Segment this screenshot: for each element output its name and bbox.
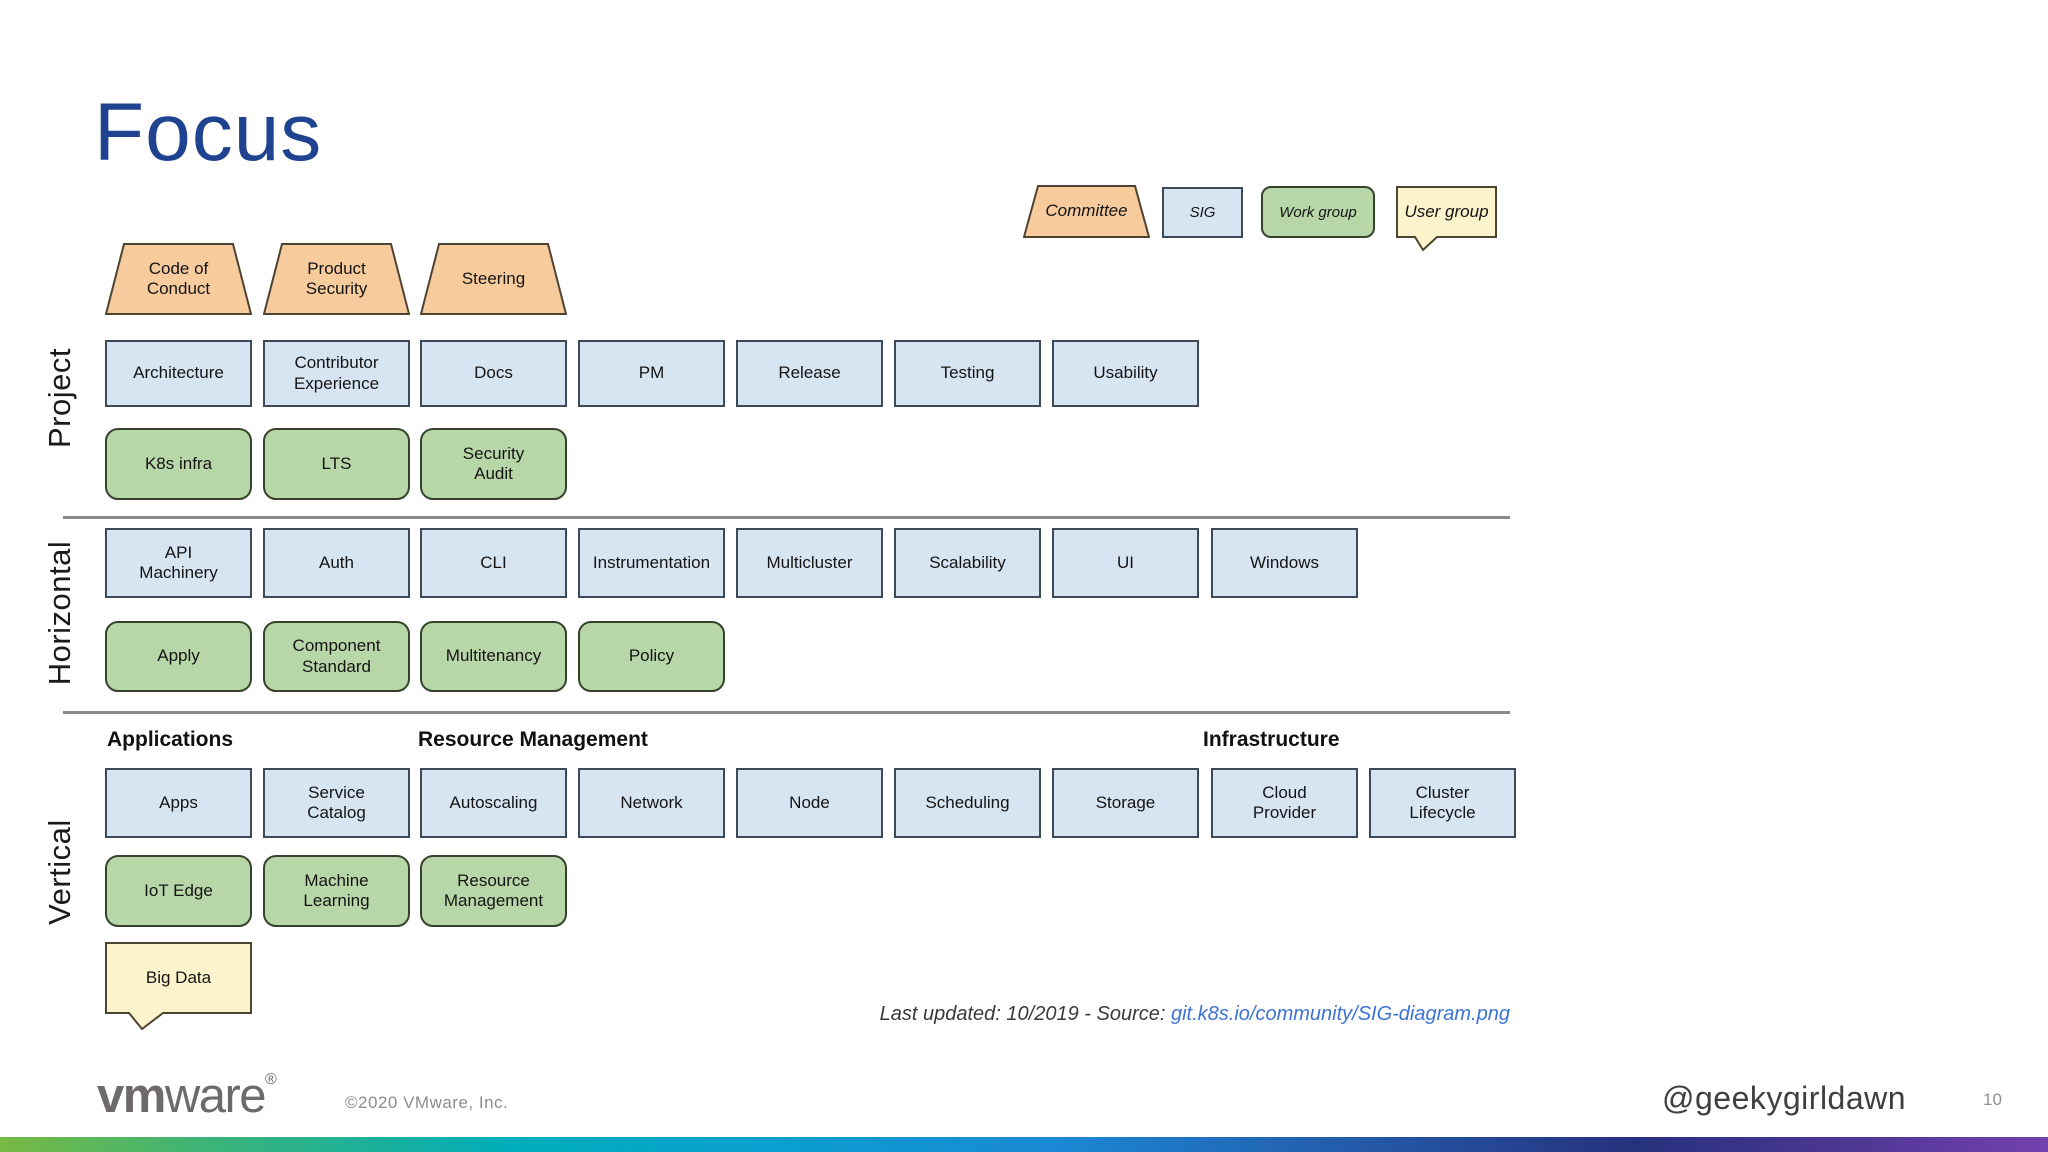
page-number: 10 — [1983, 1090, 2002, 1109]
workgroup-box: Policy — [578, 621, 725, 692]
sig-box: Usability — [1052, 340, 1199, 407]
sig-box: Docs — [420, 340, 567, 407]
registered-mark-icon: ® — [265, 1071, 277, 1088]
committee-trapezoid-shape — [105, 243, 252, 315]
column-header-resource-management: Resource Management — [418, 728, 648, 751]
sig-box: Architecture — [105, 340, 252, 407]
column-header-applications: Applications — [107, 728, 234, 751]
section-label-horizontal: Horizontal — [42, 540, 77, 686]
sig-box: Contributor Experience — [263, 340, 410, 407]
workgroup-box: LTS — [263, 428, 410, 500]
sig-box: Storage — [1052, 768, 1199, 838]
source-link[interactable]: git.k8s.io/community/SIG-diagram.png — [1170, 1003, 1510, 1025]
sig-box: Node — [736, 768, 883, 838]
footnote-text: Last updated: 10/2019 - Source: — [879, 1003, 1171, 1025]
legend-committee: Committee — [1023, 185, 1150, 238]
committee-trapezoid-shape — [1023, 185, 1150, 238]
sig-box: Release — [736, 340, 883, 407]
committee-box: Product Security — [263, 243, 410, 315]
legend-sig-label: SIG — [1189, 204, 1216, 221]
sig-box: UI — [1052, 528, 1199, 598]
sig-box: Scalability — [894, 528, 1041, 598]
sig-box: Apps — [105, 768, 252, 838]
sig-box: Multicluster — [736, 528, 883, 598]
twitter-handle: @geekygirldawn — [1662, 1080, 1907, 1116]
workgroup-box: Multitenancy — [420, 621, 567, 692]
sig-box: PM — [578, 340, 725, 407]
section-label-vertical: Vertical — [42, 819, 77, 925]
legend-workgroup: Work group — [1261, 186, 1375, 238]
sig-box: Service Catalog — [263, 768, 410, 838]
sig-box: Windows — [1211, 528, 1358, 598]
committee-label: Steering — [461, 268, 526, 288]
legend-sig: SIG — [1162, 187, 1243, 238]
footnote: Last updated: 10/2019 - Source: git.k8s.… — [880, 1003, 1510, 1026]
committee-trapezoid-shape — [420, 243, 567, 315]
sig-box: Scheduling — [894, 768, 1041, 838]
sig-box: Network — [578, 768, 725, 838]
workgroup-box: Component Standard — [263, 621, 410, 692]
sig-box: API Machinery — [105, 528, 252, 598]
usergroup-callout-shape — [105, 942, 252, 1030]
committee-label: Product Security — [305, 258, 368, 298]
sig-box: Auth — [263, 528, 410, 598]
vmware-logo-vm: vm — [97, 1069, 166, 1123]
legend-committee-label: Committee — [1045, 201, 1128, 221]
workgroup-box: K8s infra — [105, 428, 252, 500]
section-label-project: Project — [42, 348, 77, 448]
page-title: Focus — [94, 87, 323, 178]
sig-box: Cluster Lifecycle — [1369, 768, 1516, 838]
vmware-logo-ware: ware — [164, 1069, 267, 1123]
separator — [63, 516, 1510, 519]
sig-box: Autoscaling — [420, 768, 567, 838]
workgroup-box: Apply — [105, 621, 252, 692]
legend-usergroup-label: User group — [1404, 201, 1489, 221]
committee-box: Code of Conduct — [105, 243, 252, 315]
committee-trapezoid-shape — [263, 243, 410, 315]
column-header-infrastructure: Infrastructure — [1203, 728, 1340, 751]
legend-usergroup: User group — [1396, 186, 1497, 252]
legend-workgroup-label: Work group — [1279, 203, 1357, 221]
usergroup-callout-shape — [1396, 186, 1497, 252]
usergroup-box: Big Data — [105, 942, 252, 1030]
committee-label: Code of Conduct — [146, 258, 211, 298]
footer-gradient-bar — [0, 1137, 2048, 1152]
committee-box: Steering — [420, 243, 567, 315]
workgroup-box: Security Audit — [420, 428, 567, 500]
sig-box: Cloud Provider — [1211, 768, 1358, 838]
usergroup-label: Big Data — [145, 967, 212, 987]
workgroup-box: IoT Edge — [105, 855, 252, 927]
sig-box: Testing — [894, 340, 1041, 407]
separator — [63, 711, 1510, 714]
workgroup-box: Resource Management — [420, 855, 567, 927]
sig-box: CLI — [420, 528, 567, 598]
vmware-logo: vmware® — [97, 1068, 277, 1124]
workgroup-box: Machine Learning — [263, 855, 410, 927]
copyright: ©2020 VMware, Inc. — [345, 1093, 509, 1112]
sig-box: Instrumentation — [578, 528, 725, 598]
